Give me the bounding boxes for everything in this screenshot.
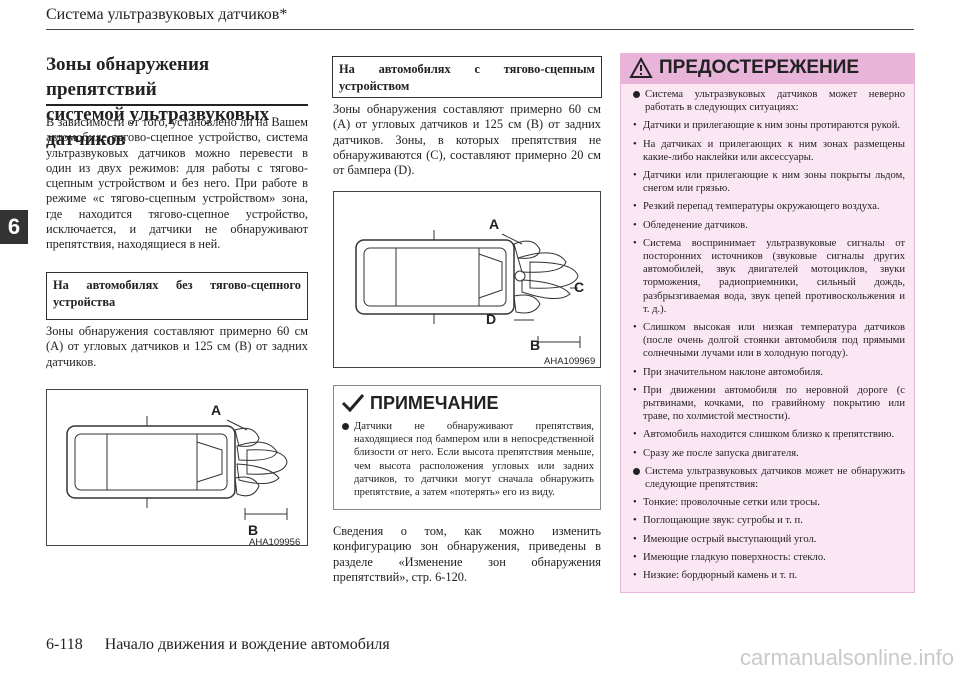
warning-list-item: Система воспринимает ультразвуковые сигн… — [633, 237, 905, 316]
note-title: ПРИМЕЧАНИЕ — [370, 392, 499, 413]
figure-code: AHA109956 — [249, 537, 300, 545]
warning-list-item: При значительном наклоне автомобиля. — [633, 366, 905, 379]
note-text: Датчики не обнаруживают препятствия, нах… — [354, 421, 594, 499]
without-hitch-heading: На автомобилях без тягово-сцепного устро… — [46, 272, 308, 320]
warning-list-item: Слишком высокая или низкая температура д… — [633, 321, 905, 361]
warning-list-item: Обледенение датчиков. — [633, 219, 905, 232]
warning-list-item: Поглощающие звук: сугробы и т. п. — [633, 514, 905, 527]
bullet-icon — [342, 423, 349, 430]
chapter-tab: 6 — [0, 210, 28, 244]
label-a: A — [489, 216, 499, 232]
intro-paragraph: В зависимости от того, установлено ли на… — [46, 115, 308, 252]
warning-title-bar — [621, 54, 914, 84]
warning-list-item: Автомобиль находится слишком близко к пр… — [633, 428, 905, 441]
warning-list-1: Датчики и прилегающие к ним зоны протира… — [633, 119, 905, 460]
checkmark-icon — [341, 394, 365, 413]
label-b: B — [530, 337, 540, 353]
figure-code: AHA109969 — [544, 356, 595, 367]
warning-header: ПРЕДОСТЕРЕЖЕНИЕ — [629, 57, 859, 79]
label-c: C — [574, 279, 584, 295]
note-box: ПРИМЕЧАНИЕ Датчики не обнаруживают препя… — [333, 385, 601, 510]
warning-list-item: Резкий перепад температуры окружающего в… — [633, 200, 905, 213]
label-a: A — [211, 402, 221, 418]
header-divider — [46, 29, 914, 30]
section-title-underline — [46, 104, 308, 106]
warning-list-item: Датчики или прилегающие к ним зоны покры… — [633, 169, 905, 195]
warning-content: Система ультразвуковых датчиков может не… — [633, 88, 905, 587]
section-title: Зоны обнаружения препятствий системой ул… — [46, 54, 270, 150]
watermark: carmanualsonline.info — [739, 645, 954, 670]
warning-list-item: Тонкие: проволочные сетки или тросы. — [633, 496, 905, 509]
warning-intro-1: Система ультразвуковых датчиков может не… — [633, 88, 905, 114]
reference-paragraph: Сведения о том, как можно изменить конфи… — [333, 524, 601, 584]
figure-with-hitch: A C D B AHA109969 — [333, 191, 601, 368]
car-zones-diagram-1: A B AHA109956 — [66, 402, 300, 548]
note-header: ПРИМЕЧАНИЕ — [340, 392, 498, 414]
warning-title: ПРЕДОСТЕРЕЖЕНИЕ — [659, 57, 860, 78]
car-zones-diagram-2: A C D B AHA109969 — [355, 216, 595, 367]
warning-triangle-icon — [629, 57, 653, 78]
warning-intro-2: Система ультразвуковых датчиков может не… — [633, 465, 905, 491]
warning-list-2: Тонкие: проволочные сетки или тросы. Погл… — [633, 496, 905, 582]
warning-list-item: Сразу же после запуска двигателя. — [633, 447, 905, 460]
with-hitch-text: Зоны обнаружения составляют примерно 60 … — [333, 102, 601, 178]
without-hitch-text: Зоны обнаружения составляют примерно 60 … — [46, 324, 308, 369]
warning-list-item: На датчиках и прилегающих к ним зонах ра… — [633, 138, 905, 164]
figure-without-hitch: A B AHA109956 — [46, 389, 308, 548]
label-b: B — [248, 522, 258, 538]
chapter-name: Начало движения и вождение автомобиля — [104, 636, 390, 653]
page-number: 6-118 — [46, 636, 83, 653]
bullet-icon — [633, 467, 640, 475]
with-hitch-heading: На автомобилях с тягово-сцепным устройст… — [332, 56, 602, 98]
warning-list-item: Низкие: бордюрный камень и т. п. — [633, 569, 905, 582]
warning-box: ПРЕДОСТЕРЕЖЕНИЕ Система ультразвуковых д… — [620, 53, 915, 593]
note-item: Датчики не обнаруживают препятствия, нах… — [342, 420, 594, 499]
warning-list-item: При движении автомобиля по неровной доро… — [633, 384, 905, 424]
warning-list-item: Имеющие острый выступающий угол. — [633, 533, 905, 546]
running-header: Система ультразвуковых датчиков* — [46, 6, 288, 23]
warning-list-item: Датчики и прилегающие к ним зоны протира… — [633, 119, 905, 132]
bullet-icon — [633, 91, 640, 98]
page-footer: 6-118 Начало движения и вождение автомоб… — [46, 636, 390, 654]
label-d: D — [486, 311, 496, 327]
warning-list-item: Имеющие гладкую поверхность: стекло. — [633, 551, 905, 564]
